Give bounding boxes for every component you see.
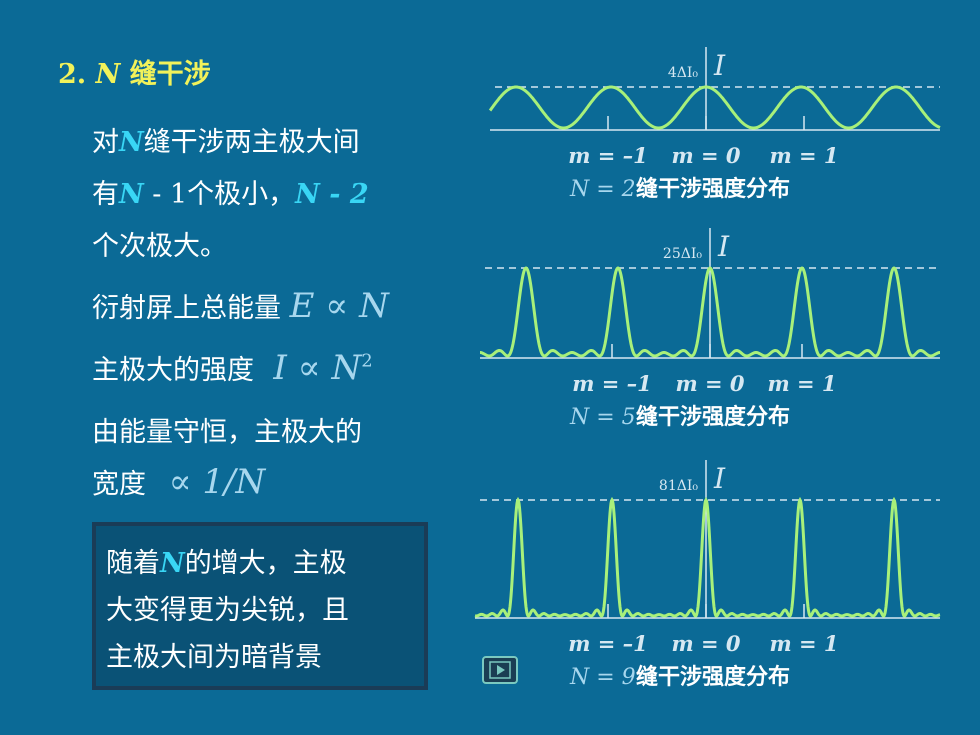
peak-value-label: 81ΔI₀ [659, 478, 698, 494]
relation-label: 宽度 [92, 469, 146, 500]
variable-n: N [119, 179, 144, 210]
text-fragment: 有 [92, 179, 119, 210]
relation-energy: 衍射屏上总能量 E ∝ N [92, 286, 389, 326]
relation-formula: E ∝ N [290, 286, 389, 326]
text-fragment: 缝干涉两主极大间 [143, 127, 360, 158]
order-label: m = 0 [671, 143, 740, 168]
formula-lhs: I [273, 348, 287, 388]
relation-width: 宽度 ∝ 1/N [92, 462, 265, 502]
intensity-axis-label: I [713, 462, 726, 495]
relation-label: 由能量守恒，主极大的 [92, 417, 362, 448]
summary-box: 随着N的增大，主极 大变得更为尖锐，且 主极大间为暗背景 [92, 522, 428, 690]
formula-rhs: N [359, 286, 389, 326]
text-fragment: 对 [92, 127, 119, 158]
play-icon [489, 661, 511, 679]
relation-formula: I ∝ N2 [263, 348, 373, 388]
intensity-axis-label: I [717, 230, 730, 263]
caption-text: 缝干涉强度分布 [636, 404, 790, 430]
relation-formula: ∝ 1/N [169, 462, 266, 502]
caption-text: 缝干涉强度分布 [636, 176, 790, 202]
variable-n: N [295, 179, 320, 210]
text-fragment: - 1个极小， [143, 179, 296, 210]
heading-text: 缝干涉 [129, 59, 211, 90]
text-line-3: 个次极大。 [92, 224, 227, 263]
formula-lhs: E [289, 286, 315, 326]
summary-line-1: 随着N的增大，主极 [106, 540, 414, 587]
order-label: m = 1 [769, 631, 838, 656]
caption-variable: N = 2 [569, 177, 636, 202]
order-label: m = 1 [767, 371, 836, 396]
formula-rhs: 1/N [202, 462, 266, 502]
heading-number: 2. [58, 59, 87, 90]
order-label: m = –1 [568, 631, 648, 656]
summary-line-3: 主极大间为暗背景 [106, 642, 322, 673]
formula-op: ∝ [297, 348, 321, 388]
order-label: m = –1 [572, 371, 652, 396]
text-fragment: 随着 [106, 548, 160, 579]
formula-op: ∝ [168, 462, 192, 502]
relation-label: 主极大的强度 [92, 355, 254, 386]
text-line-1: 对N缝干涉两主极大间 [92, 120, 360, 159]
summary-line-2: 大变得更为尖锐，且 [106, 595, 349, 626]
heading-variable: N [95, 59, 121, 90]
peak-value-label: 25ΔI₀ [663, 246, 702, 262]
relation-conservation: 由能量守恒，主极大的 [92, 410, 362, 449]
text-fragment: - 2 [319, 179, 369, 210]
peak-value-label: 4ΔI₀ [668, 65, 699, 81]
intensity-curve-n9 [474, 496, 941, 618]
relation-label: 衍射屏上总能量 [92, 293, 281, 324]
caption-text: 缝干涉强度分布 [636, 664, 790, 690]
intensity-curve-n5 [480, 266, 940, 358]
text-fragment: 个次极大。 [92, 231, 227, 262]
formula-exponent: 2 [361, 350, 373, 372]
formula-rhs: N [331, 348, 362, 388]
order-label: m = 0 [671, 631, 740, 656]
intensity-curve-n2 [488, 85, 941, 130]
text-fragment: 的增大，主极 [184, 548, 347, 579]
intensity-axis-label: I [713, 49, 726, 82]
variable-n: N [119, 127, 144, 158]
text-line-2: 有N - 1个极小，N - 2 [92, 172, 369, 211]
order-label: m = 1 [769, 143, 838, 168]
order-label: m = 0 [675, 371, 744, 396]
play-button[interactable] [482, 656, 518, 684]
slide-heading: 2. N 缝干涉 [58, 52, 211, 91]
caption-variable: N = 9 [569, 665, 636, 690]
relation-intensity: 主极大的强度 I ∝ N2 [92, 348, 373, 388]
order-label: m = –1 [568, 143, 648, 168]
formula-op: ∝ [325, 286, 349, 326]
variable-n: N [160, 548, 185, 579]
caption-variable: N = 5 [569, 405, 636, 430]
